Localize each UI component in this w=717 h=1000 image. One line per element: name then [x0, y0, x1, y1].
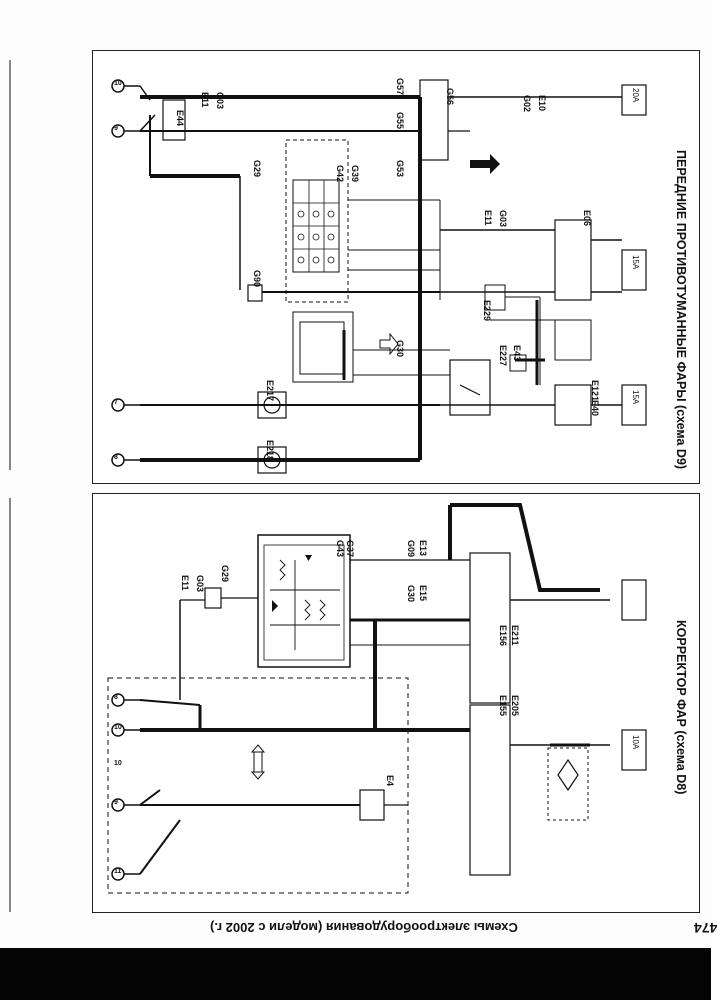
connector-code-label: G43	[335, 540, 345, 558]
relay-e06	[554, 219, 592, 301]
connector-code-label: G02	[522, 95, 532, 113]
relay-e227	[449, 359, 491, 416]
connector-code-label: E211	[510, 625, 520, 646]
connector-code-label: G03	[195, 575, 205, 593]
connector-code-label: G53	[395, 160, 405, 178]
connector-code-label: E06	[582, 210, 592, 227]
ground-number-label: 11	[114, 868, 122, 875]
connector-code-label: G56	[445, 88, 455, 106]
connector-code-label: G42	[335, 165, 345, 183]
fuse-rating-label: 15A	[631, 390, 640, 405]
ground-8-bottom	[111, 693, 140, 707]
leveling-module	[257, 534, 351, 668]
relay-e4-right	[547, 747, 589, 821]
connector-code-label: E13	[418, 540, 428, 557]
fuse-10a	[621, 729, 647, 771]
connector-code-label: E11	[483, 210, 493, 226]
switch-block-g30	[292, 311, 354, 383]
connector-code-label: E229	[482, 300, 492, 322]
connector-code-label: E218	[265, 440, 275, 462]
connector-code-label: G30	[406, 585, 416, 603]
connector-code-label: E217	[265, 380, 275, 402]
ground-number-label: 7	[114, 399, 118, 406]
connector-code-label: G37	[345, 540, 355, 558]
connector-code-label: E44	[175, 110, 185, 127]
relay-e4-left	[359, 789, 385, 821]
scan-bottom-bar	[0, 948, 711, 1000]
ground-number-label: 10	[114, 80, 122, 87]
connector-code-label: E10	[537, 95, 547, 112]
connector-code-label: E15	[418, 585, 428, 602]
connector-code-label: G03	[498, 210, 508, 228]
ground-number-label: 9	[114, 125, 118, 132]
dashed-harness-region	[107, 677, 409, 894]
ground-10-top	[111, 79, 140, 93]
fuse-20a	[610, 84, 647, 116]
fog-lights-title: ПЕРЕДНИЕ ПРОТИВОТУМАННЫЕ ФАРЫ (схема D9)	[674, 150, 688, 470]
connector-code-label: E40	[590, 400, 600, 417]
connector-code-label: G29	[252, 160, 262, 178]
ground-number-label: 9	[114, 799, 118, 806]
ground-number-label: 10	[114, 724, 122, 731]
connector-code-label: G57	[395, 78, 405, 96]
arrow-outline-icon	[379, 332, 399, 356]
ground-11-bottom	[111, 867, 140, 881]
ground-number-label: 8	[114, 454, 118, 461]
ground-9-top	[111, 124, 140, 138]
fuse-rating-label: 20A	[631, 88, 640, 103]
relay-box-g42	[285, 139, 349, 303]
ground-9-bottom	[111, 798, 140, 812]
connector-code-label: G90	[252, 270, 262, 288]
fuse-rating-label: 15A	[631, 255, 640, 270]
headlight-leveling-diagram-frame	[92, 493, 700, 913]
arrow-right-icon	[470, 154, 500, 174]
connector-g29-bottom	[204, 587, 222, 609]
connector-code-label: E155	[498, 695, 508, 717]
fog-lamp-e217	[257, 391, 287, 419]
double-arrow-icon	[250, 744, 266, 780]
fog-lights-diagram-frame	[92, 50, 700, 484]
control-unit-g56	[419, 79, 449, 161]
connector-code-label: G03	[215, 92, 225, 110]
connector-code-label: E43	[512, 345, 522, 362]
connector-code-label: G30	[395, 340, 405, 358]
ground-7-top	[111, 398, 140, 412]
running-title: Схемы электрооборудования (модели с 2002…	[210, 920, 518, 935]
connector-code-label: E11	[180, 575, 190, 591]
connector-code-label: E156	[498, 625, 508, 647]
connector-code-label: E121	[590, 380, 600, 402]
control-unit-e156	[469, 552, 511, 704]
ground-number-label: 8	[114, 694, 118, 701]
ground-10-bottom	[111, 723, 140, 737]
connector-code-label: E205	[510, 695, 520, 717]
connector-code-label: G09	[406, 540, 416, 558]
connector-code-label: G29	[220, 565, 230, 583]
connector-code-label: G55	[395, 112, 405, 130]
connector-code-label: E227	[498, 345, 508, 367]
ground-number-label: 10	[114, 760, 122, 767]
connector-code-label: E11	[200, 92, 210, 108]
fuse-15a-upper	[621, 249, 647, 291]
page-number: 474	[694, 920, 717, 936]
fog-lamp-e218	[257, 446, 287, 474]
connector-code-label: G39	[350, 165, 360, 183]
margin-marks	[9, 60, 11, 912]
control-unit-e155	[469, 704, 511, 876]
headlight-leveling-title: КОРРЕКТОР ФАР (схема D8)	[674, 620, 688, 795]
relay-e44	[162, 99, 186, 141]
fuse-rating-label: 10A	[631, 735, 640, 750]
connector-code-label: E4	[385, 775, 395, 787]
fuse-right-upper	[621, 579, 647, 621]
ground-8-top	[111, 453, 140, 467]
